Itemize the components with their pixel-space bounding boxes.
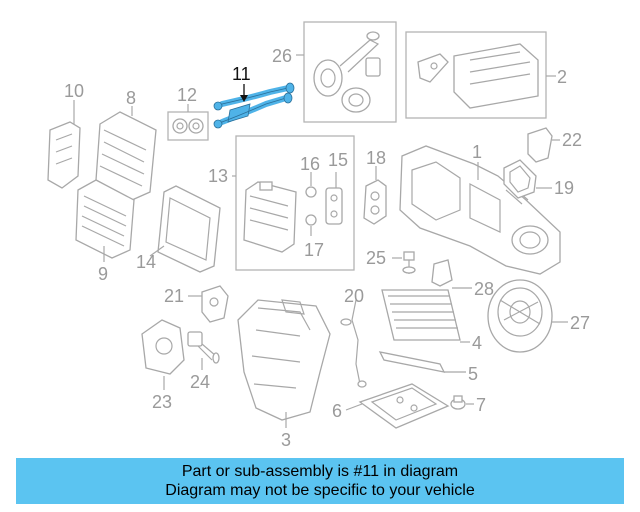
callout-12: 12	[177, 85, 197, 105]
callout-5: 5	[468, 364, 478, 384]
callout-16: 16	[300, 154, 320, 174]
callout-6: 6	[332, 401, 342, 421]
callout-17: 17	[304, 240, 324, 260]
part-13-group: 13 16 15 17	[208, 135, 355, 271]
callout-3: 3	[281, 430, 291, 450]
part-19-group: 19	[503, 159, 574, 199]
callout-21: 21	[164, 286, 184, 306]
part-26-group: 26	[272, 21, 397, 123]
callout-11: 11	[232, 64, 251, 84]
info-banner: Part or sub-assembly is #11 in diagram D…	[16, 458, 624, 504]
callout-24: 24	[190, 372, 210, 392]
banner-line-1: Part or sub-assembly is #11 in diagram	[181, 463, 459, 480]
part-21-group: 21	[164, 285, 229, 323]
callout-20: 20	[344, 286, 364, 306]
callout-27: 27	[570, 313, 590, 333]
callout-7: 7	[476, 395, 486, 415]
part-23-group: 23	[141, 319, 185, 412]
part-9-group: 9	[75, 179, 135, 284]
part-20-group: 20	[340, 286, 367, 388]
callout-8: 8	[126, 88, 136, 108]
callout-14: 14	[136, 252, 156, 272]
callout-28: 28	[474, 279, 494, 299]
part-3-group: 3	[237, 299, 331, 450]
callout-15: 15	[328, 150, 348, 170]
part-14-group: 14	[136, 185, 221, 273]
callout-26: 26	[272, 46, 292, 66]
part-8-group: 8	[95, 88, 157, 201]
callout-10: 10	[64, 81, 84, 101]
part-18-group: 18	[363, 148, 387, 225]
callout-2: 2	[557, 67, 567, 87]
part-24-group: 24	[187, 331, 220, 392]
callout-19: 19	[554, 178, 574, 198]
callout-25: 25	[366, 248, 386, 268]
part-22-group: 22	[527, 127, 582, 163]
part-2-group: 2	[405, 31, 567, 119]
part-27-group: 27	[487, 279, 590, 353]
callout-18: 18	[366, 148, 386, 168]
callout-4: 4	[472, 333, 482, 353]
callout-1: 1	[472, 142, 482, 162]
part-6-group: 6	[332, 383, 450, 429]
part-7-group: 7	[450, 395, 486, 415]
callout-23: 23	[152, 392, 172, 412]
callout-13: 13	[208, 166, 228, 186]
part-12-group: 12	[167, 85, 209, 141]
callout-9: 9	[98, 264, 108, 284]
part-25-group: 25	[366, 248, 416, 274]
part-1-group: 1	[399, 142, 561, 275]
part-4-group: 4	[381, 289, 482, 353]
part-28-group: 28	[431, 259, 494, 299]
part-5-group: 5	[378, 351, 478, 384]
banner-line-2: Diagram may not be specific to your vehi…	[165, 482, 475, 499]
parts-diagram: 26 2 11 12 10	[47, 21, 590, 450]
part-10-group: 10	[47, 81, 84, 189]
callout-22: 22	[562, 130, 582, 150]
part-11-pipes: 11	[213, 64, 295, 129]
